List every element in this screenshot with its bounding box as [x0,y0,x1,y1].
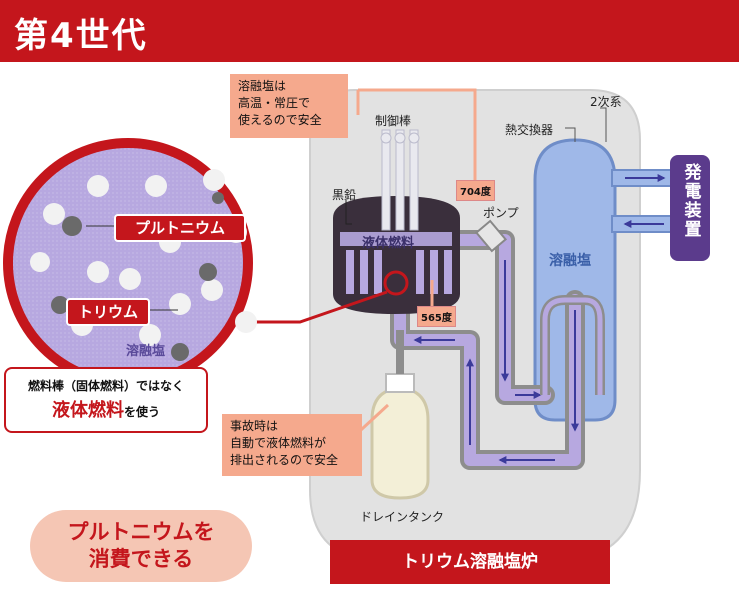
accident-note-line3: 排出されるので安全 [230,453,339,467]
fuel-channel-top [340,232,452,246]
consume-line2: 消費できる [88,547,194,571]
liquid-fuel-callout: 燃料棒（固体燃料）ではなく 液体燃料を使う [4,367,208,433]
drain-tank-label: ドレインタンク [360,510,445,524]
callout-emphasis: 液体燃料 [51,400,124,421]
accident-note-line2: 自動で液体燃料が [230,436,327,450]
title-bar: 第4世代 [0,0,739,62]
power-plant-label: 発電装置 [680,163,701,239]
pump [474,219,508,253]
fuel-channels [346,250,452,294]
callout-line1: 燃料棒（固体燃料）ではなく [27,379,184,393]
page-title: 第4世代 [14,16,148,56]
pump-label: ポンプ [483,206,519,220]
zoom-molten-salt-label: 溶融塩 [126,344,166,359]
salt-note-line3: 使えるので安全 [238,113,322,127]
magnifier-marker [383,270,409,296]
thorium-label: トリウム [66,298,150,326]
consume-plutonium-bubble: プルトニウムを 消費できる [30,510,252,582]
accident-note-line1: 事故時は [230,419,279,433]
accident-safety-note: 事故時は 自動で液体燃料が 排出されるので安全 [222,414,362,476]
heat-exchanger-label: 熱交換器 [505,123,554,137]
drain-tank [370,386,430,500]
molten-salt-label: 溶融塩 [549,253,591,269]
salt-note-line1: 溶融塩は [238,79,287,93]
plutonium-label: プルトニウム [114,214,246,242]
salt-safety-note: 溶融塩は 高温・常圧で 使えるので安全 [230,74,348,138]
control-rods-label: 制御棒 [375,114,412,128]
callout-suffix: を使う [123,405,160,419]
control-rods [380,129,420,231]
graphite-label: 黒鉛 [332,188,357,202]
consume-line1: プルトニウムを [67,520,215,544]
temp-hot-tag: 704度 [456,180,495,201]
temp-cold-tag: 565度 [417,306,456,327]
secondary-label: 2次系 [590,95,622,109]
salt-note-line2: 高温・常圧で [238,96,311,110]
power-plant: 発電装置 [670,155,710,261]
liquid-fuel-label: 液体燃料 [362,236,415,251]
reactor-name-banner: トリウム溶融塩炉 [330,540,610,584]
